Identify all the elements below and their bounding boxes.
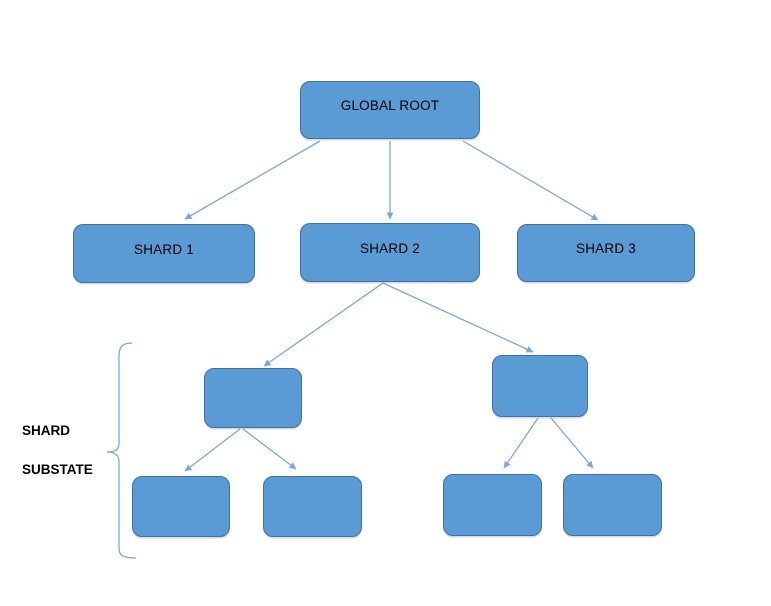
edge-subright-leaf3	[503, 417, 539, 469]
edge-shard2-subright	[382, 282, 534, 353]
node-global-root: GLOBAL ROOT	[300, 81, 480, 139]
node-shard2-substate-left	[204, 368, 302, 428]
node-shard2-substate-leaf-1	[132, 476, 230, 537]
node-shard-2-label: SHARD 2	[360, 240, 420, 256]
node-shard-1: SHARD 1	[73, 224, 255, 283]
node-shard2-substate-leaf-3	[443, 474, 542, 536]
edge-subleft-leaf1	[184, 428, 241, 472]
connector-arrows	[184, 140, 599, 472]
edge-root-shard3	[462, 140, 599, 221]
node-global-root-label: GLOBAL ROOT	[340, 98, 440, 113]
substate-bracket-label-line2: SUBSTATE	[22, 462, 93, 477]
edge-subright-leaf4	[550, 417, 594, 469]
edge-shard2-subleft	[263, 282, 384, 367]
node-shard-3-label: SHARD 3	[576, 241, 636, 256]
node-shard-2: SHARD 2	[300, 223, 480, 282]
node-shard2-substate-leaf-4	[563, 474, 662, 536]
node-shard-3: SHARD 3	[517, 224, 695, 282]
edge-root-shard1	[184, 140, 321, 220]
substate-bracket-label: SHARD SUBSTATE	[22, 423, 93, 477]
node-shard-1-label: SHARD 1	[134, 241, 194, 257]
substate-bracket	[106, 342, 137, 559]
edge-subleft-leaf2	[242, 428, 297, 470]
substate-bracket-label-line1: SHARD	[22, 423, 71, 438]
node-shard2-substate-leaf-2	[263, 476, 362, 537]
node-shard2-substate-right	[492, 355, 588, 417]
